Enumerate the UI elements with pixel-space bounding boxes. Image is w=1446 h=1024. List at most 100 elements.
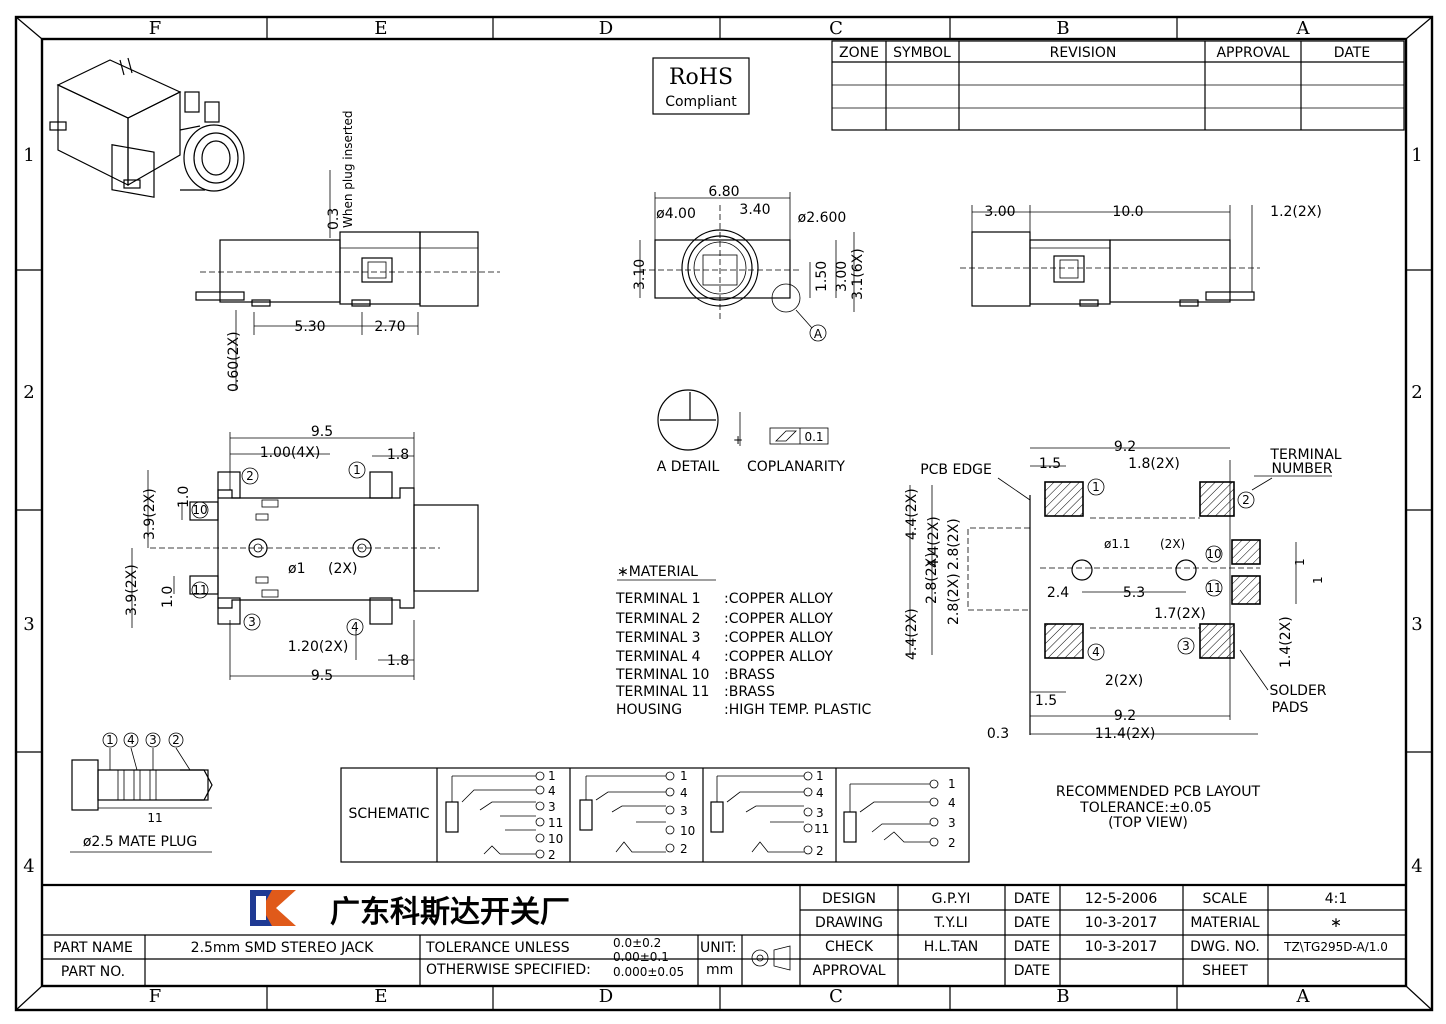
pcb-term-2: 2 — [1242, 493, 1250, 507]
part-no-label: PART NO. — [61, 964, 125, 980]
plug-ring-2: 2 — [172, 733, 180, 747]
side-view: 0.3 When plug inserted 5.30 2.70 0.60(2X… — [195, 111, 500, 392]
zone-row-1: 1 — [23, 145, 34, 166]
pcb-caption-title: RECOMMENDED PCB LAYOUT — [1056, 784, 1261, 800]
zone-col-c-bottom: C — [829, 986, 843, 1007]
material-row-7-value: :HIGH TEMP. PLASTIC — [724, 702, 872, 718]
check-date: 10-3-2017 — [1085, 939, 1157, 955]
material-row-3-value: :COPPER ALLOY — [724, 630, 833, 646]
tolerance-label-1: TOLERANCE UNLESS — [425, 940, 570, 956]
scale-value: 4:1 — [1325, 891, 1348, 907]
pcb-hole-dia: ø1.1 — [1104, 537, 1130, 551]
sch1-pin-10: 10 — [548, 832, 563, 846]
check-by: H.L.TAN — [924, 939, 979, 955]
pcb-dim-1-8-2x: 1.8(2X) — [1128, 456, 1180, 472]
sch2-pin-3: 3 — [680, 804, 688, 818]
material-row-2-value: :COPPER ALLOY — [724, 611, 833, 627]
drawing-by: T.Y.LI — [933, 915, 967, 931]
material-row-4-name: TERMINAL 4 — [615, 649, 701, 665]
front-dim-dia-2-600: ø2.600 — [798, 210, 847, 226]
zone-col-f-bottom: F — [149, 986, 162, 1007]
rohs-badge: RoHS Compliant — [652, 57, 750, 115]
pcb-dim-1-4: 1.4(2X) — [1278, 616, 1294, 668]
check-date-label: DATE — [1014, 939, 1050, 955]
pcb-dim-1-5-top: 1.5 — [1039, 456, 1061, 472]
sch2-pin-2: 2 — [680, 842, 688, 856]
top-term-3: 3 — [248, 615, 256, 629]
pcb-term-1: 1 — [1092, 480, 1100, 494]
pcb-term-11: 11 — [1206, 581, 1221, 595]
material-value: ∗ — [1330, 915, 1342, 931]
zone-row-2: 2 — [23, 382, 34, 403]
material-label: MATERIAL — [1190, 915, 1259, 931]
front-dim-3-10: 3.10 — [632, 259, 648, 290]
top-dim-1-8: 1.8 — [387, 447, 409, 463]
plug-ring-4: 4 — [127, 733, 135, 747]
pcb-terminal-label: TERMINAL — [1269, 447, 1341, 463]
sch1-pin-1: 1 — [548, 769, 556, 783]
isometric-view — [49, 57, 245, 198]
pcb-dim-2-8-c: 2.8(2X) — [946, 573, 962, 625]
rohs-title: RoHS — [669, 65, 733, 90]
design-date-label: DATE — [1014, 891, 1050, 907]
drawing-label: DRAWING — [815, 915, 883, 931]
material-row-5-name: TERMINAL 10 — [615, 667, 709, 683]
pcb-pads-label: PADS — [1272, 700, 1309, 716]
tolerance-value-2: 0.00±0.1 — [613, 950, 669, 964]
zone-col-d-bottom: D — [599, 986, 613, 1007]
zone-col-e: E — [374, 18, 387, 39]
pcb-dim-2-2x: 2(2X) — [1105, 673, 1143, 689]
plug-ring-1: 1 — [106, 733, 114, 747]
zone-col-a-bottom: A — [1296, 986, 1311, 1007]
pcb-term-10: 10 — [1206, 547, 1221, 561]
front-dim-6-80: 6.80 — [708, 184, 739, 200]
plug-ring-3: 3 — [149, 733, 157, 747]
top-term-4: 4 — [351, 620, 359, 634]
pcb-dim-1-7: 1.7(2X) — [1154, 606, 1206, 622]
top-dim-3-9-lower: 3.9(2X) — [124, 564, 140, 616]
material-list: ∗MATERIAL TERMINAL 1 :COPPER ALLOY TERMI… — [615, 564, 872, 718]
mate-plug: 1 4 3 2 11 ø2.5 MATE PLUG — [70, 732, 213, 853]
material-row-6-name: TERMINAL 11 — [615, 684, 709, 700]
front-detail-tag: A — [814, 327, 823, 341]
sch1-pin-4: 4 — [548, 784, 556, 798]
sch3-pin-3: 3 — [816, 806, 824, 820]
pcb-dim-11-4: 11.4(2X) — [1095, 726, 1156, 742]
detail-a: + 0.1 A DETAIL COPLANARITY — [657, 389, 845, 475]
pcb-dim-0-3: 0.3 — [987, 726, 1009, 742]
pcb-dim-2-4: 2.4 — [1047, 585, 1069, 601]
drawing-date-label: DATE — [1014, 915, 1050, 931]
drawing-date: 10-3-2017 — [1085, 915, 1157, 931]
pcb-dim-2-8-a: 2.8(2X) — [946, 518, 962, 570]
zone-col-e-bottom: E — [374, 986, 387, 1007]
sch1-pin-2: 2 — [548, 848, 556, 862]
sch4-pin-2: 2 — [948, 836, 956, 850]
zone-col-a: A — [1296, 18, 1311, 39]
top-dim-9-5: 9.5 — [311, 424, 333, 440]
right-dim-3-00: 3.00 — [984, 204, 1015, 220]
schematic-label: SCHEMATIC — [348, 806, 429, 822]
front-dim-dia-4-00: ø4.00 — [656, 206, 696, 222]
pcb-caption-tolerance: TOLERANCE:±0.05 — [1079, 800, 1212, 816]
zone-col-c: C — [829, 18, 843, 39]
pcb-number-label: NUMBER — [1272, 461, 1333, 477]
unit-value: mm — [706, 962, 733, 978]
part-name-value: 2.5mm SMD STEREO JACK — [191, 940, 375, 956]
sch4-pin-3: 3 — [948, 816, 956, 830]
material-row-1-name: TERMINAL 1 — [615, 591, 701, 607]
coplanarity-label: COPLANARITY — [747, 459, 845, 475]
material-row-7-name: HOUSING — [616, 702, 682, 718]
top-dim-1-20: 1.20(2X) — [288, 639, 349, 655]
schematic-table: SCHEMATIC 1 4 3 11 10 2 — [340, 767, 970, 863]
material-row-1-value: :COPPER ALLOY — [724, 591, 833, 607]
detail-a-label: A DETAIL — [657, 459, 720, 475]
design-date: 12-5-2006 — [1085, 891, 1158, 907]
right-dim-1-2: 1.2(2X) — [1270, 204, 1322, 220]
pcb-term-4: 4 — [1092, 645, 1100, 659]
zone-row-3: 3 — [23, 614, 34, 635]
side-dim-0-60: 0.60(2X) — [226, 331, 242, 392]
sheet-frame — [14, 15, 1434, 1012]
sch2-pin-1: 1 — [680, 769, 688, 783]
tolerance-label-2: OTHERWISE SPECIFIED: — [426, 962, 591, 978]
